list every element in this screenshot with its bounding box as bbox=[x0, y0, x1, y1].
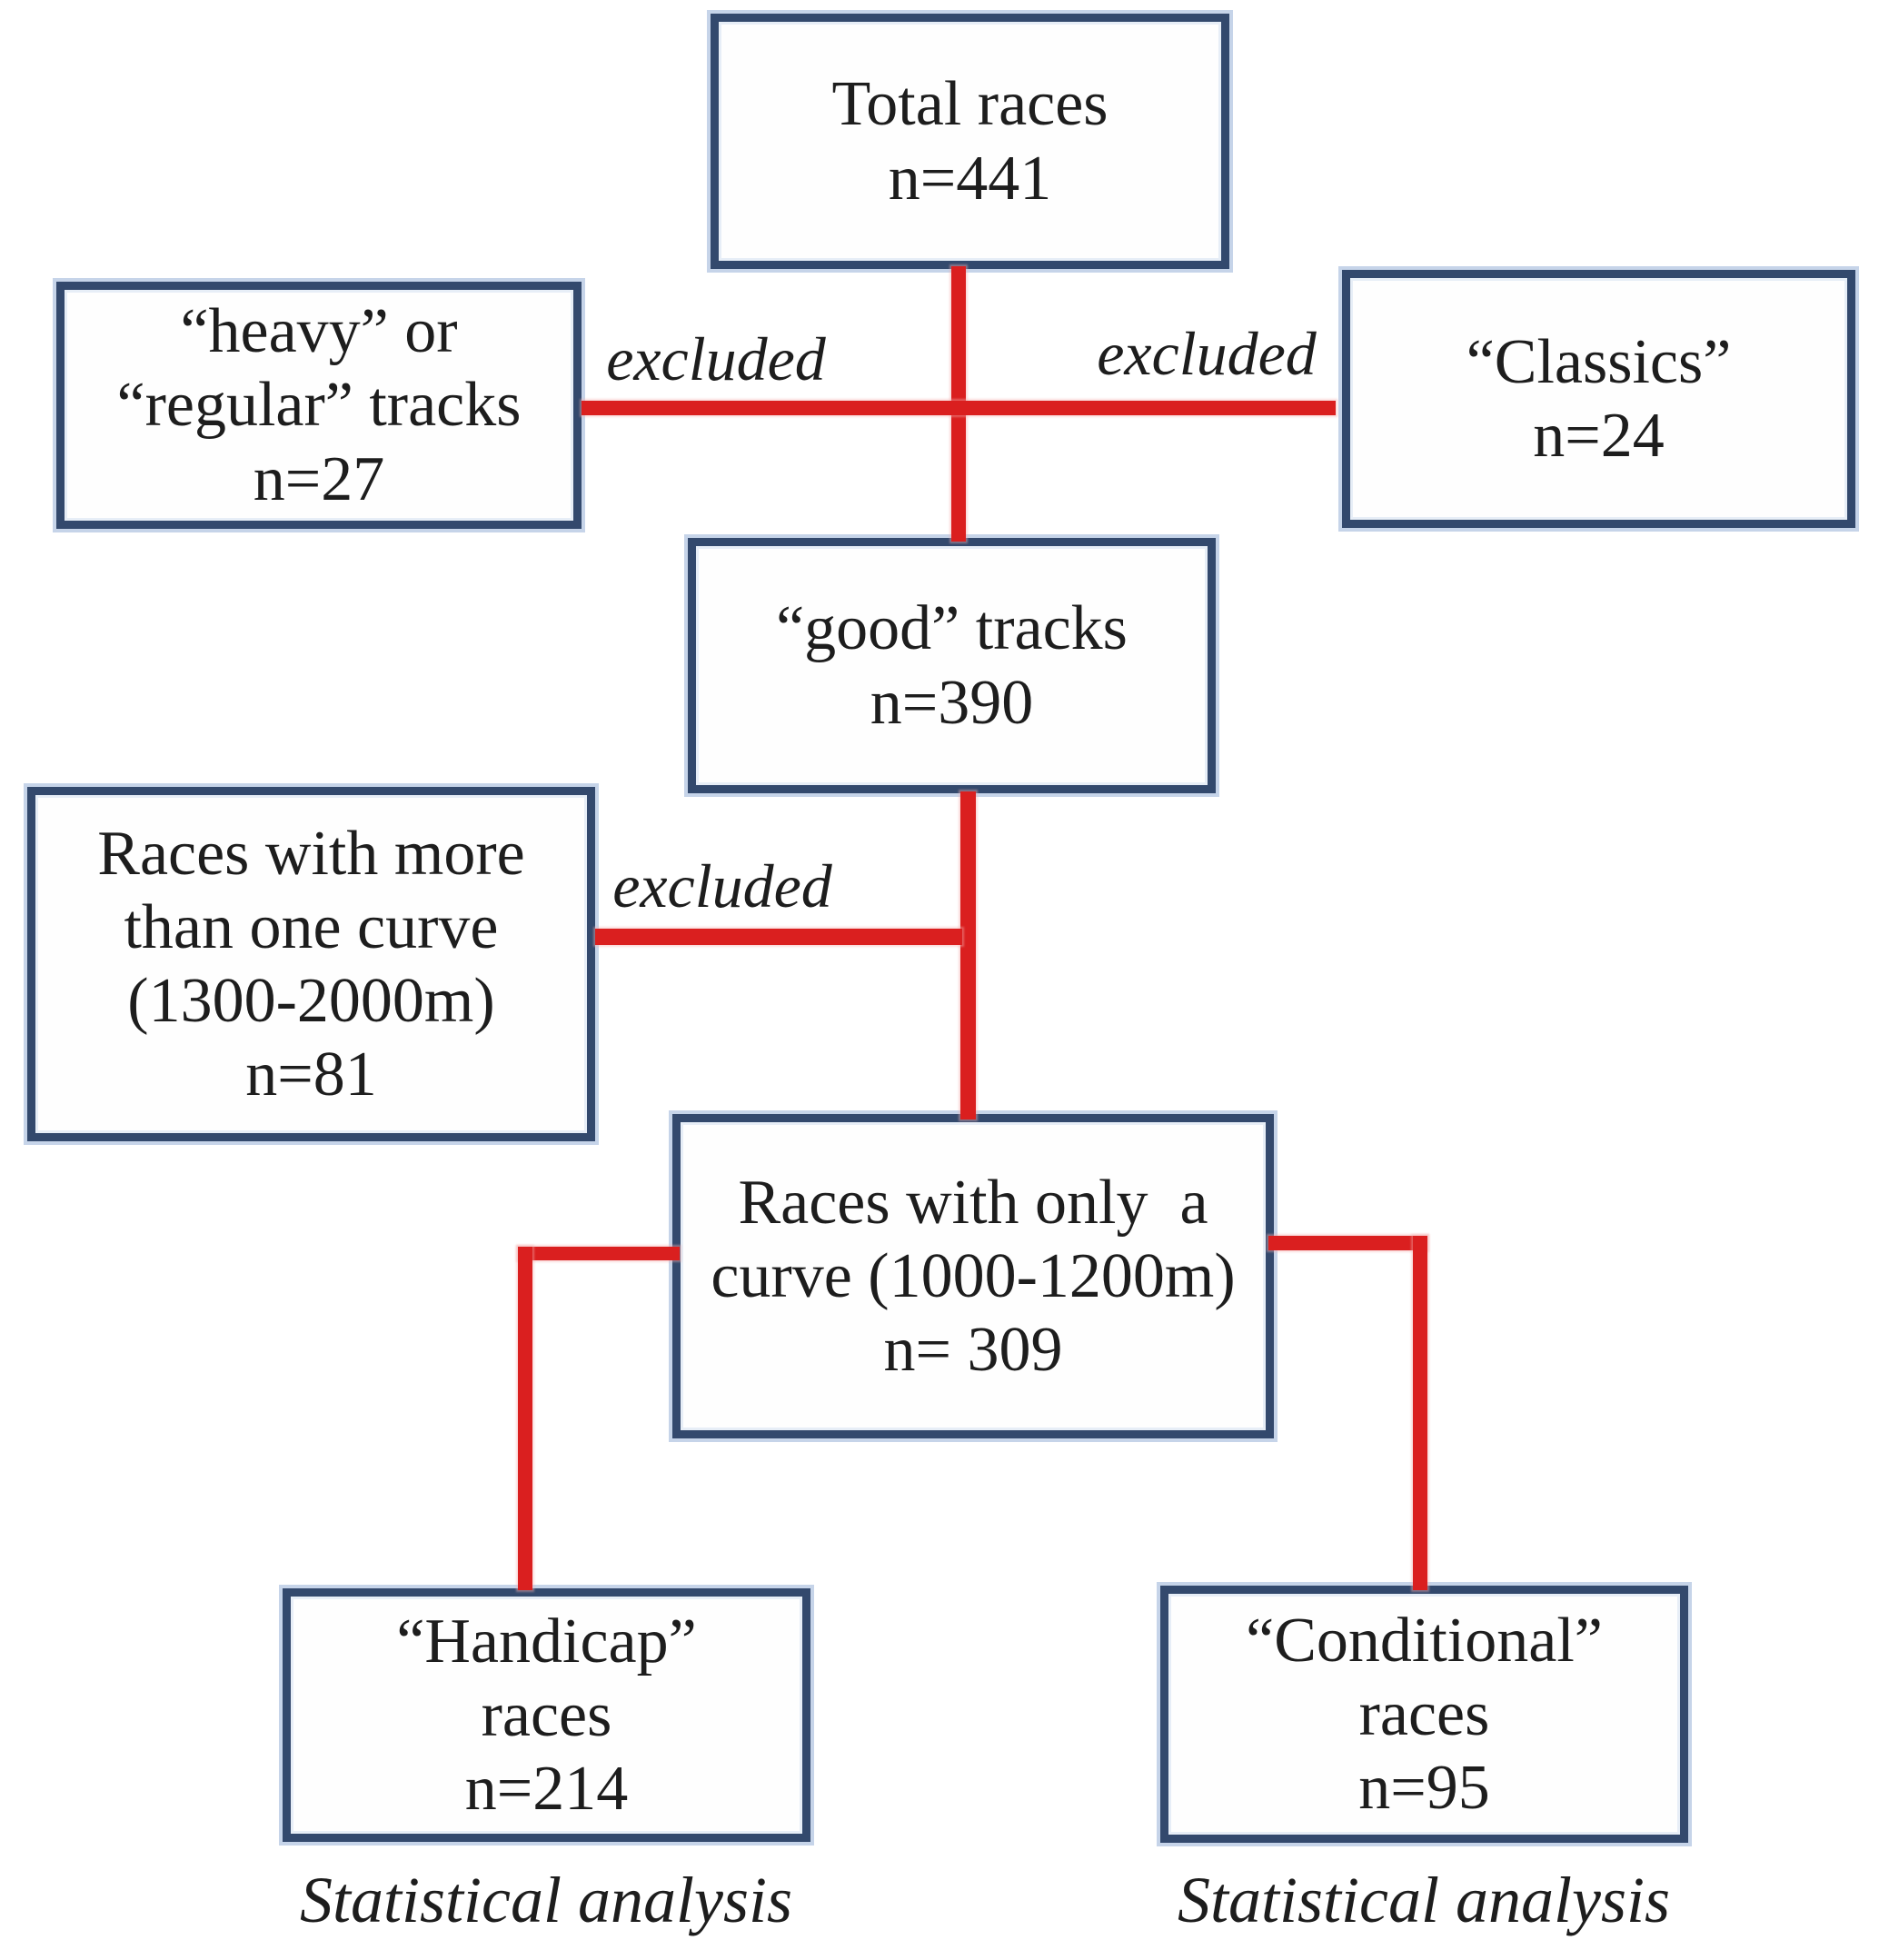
connector-morecurve-exclusion bbox=[595, 929, 962, 945]
box-count: n=441 bbox=[888, 143, 1052, 214]
connector-exclusion-horizontal bbox=[582, 401, 1336, 415]
box-line: than one curve bbox=[124, 891, 499, 962]
box-line: races bbox=[1358, 1678, 1490, 1749]
box-line: “Handicap” bbox=[396, 1606, 697, 1676]
connector-onecurve-to-conditional-horizontal bbox=[1268, 1236, 1427, 1250]
connector-onecurve-to-conditional-vertical bbox=[1413, 1236, 1427, 1590]
label-excluded-left: excluded bbox=[606, 324, 826, 393]
box-line: races bbox=[481, 1679, 612, 1750]
box-count: n=24 bbox=[1533, 401, 1665, 471]
box-line: “heavy” or bbox=[180, 296, 458, 367]
box-only-a-curve: Races with only a curve (1000-1200m) n= … bbox=[672, 1114, 1274, 1438]
label-statistical-analysis-right: Statistical analysis bbox=[1177, 1864, 1670, 1936]
connector-onecurve-to-handicap-vertical bbox=[518, 1247, 532, 1590]
box-line: (1300-2000m) bbox=[127, 966, 495, 1036]
box-total-races: Total races n=441 bbox=[711, 14, 1229, 269]
box-count: n= 309 bbox=[883, 1315, 1063, 1386]
box-line: “good” tracks bbox=[776, 593, 1128, 664]
label-excluded-right: excluded bbox=[1097, 319, 1317, 388]
box-more-than-one-curve: Races with more than one curve (1300-200… bbox=[27, 787, 595, 1141]
box-count: n=27 bbox=[253, 443, 385, 514]
box-line: Races with more bbox=[97, 818, 525, 889]
box-heavy-regular-tracks: “heavy” or “regular” tracks n=27 bbox=[56, 282, 582, 529]
box-count: n=390 bbox=[870, 667, 1034, 738]
box-line: “Conditional” bbox=[1246, 1605, 1603, 1676]
box-conditional-races: “Conditional” races n=95 bbox=[1160, 1586, 1688, 1843]
box-count: n=95 bbox=[1358, 1753, 1490, 1824]
box-good-tracks: “good” tracks n=390 bbox=[688, 538, 1216, 793]
box-line: “Classics” bbox=[1466, 326, 1732, 397]
label-statistical-analysis-left: Statistical analysis bbox=[299, 1864, 792, 1936]
box-classics: “Classics” n=24 bbox=[1342, 270, 1855, 528]
box-count: n=81 bbox=[245, 1040, 377, 1110]
box-line: curve (1000-1200m) bbox=[711, 1240, 1236, 1311]
label-excluded-mid: excluded bbox=[612, 851, 832, 920]
connector-good-to-onecurve bbox=[960, 791, 976, 1119]
box-handicap-races: “Handicap” races n=214 bbox=[283, 1588, 810, 1842]
box-count: n=214 bbox=[464, 1754, 629, 1825]
box-line: Races with only a bbox=[738, 1167, 1208, 1238]
box-line: “regular” tracks bbox=[116, 370, 522, 441]
box-line: Total races bbox=[831, 69, 1109, 140]
connector-onecurve-to-handicap-horizontal bbox=[518, 1247, 680, 1260]
